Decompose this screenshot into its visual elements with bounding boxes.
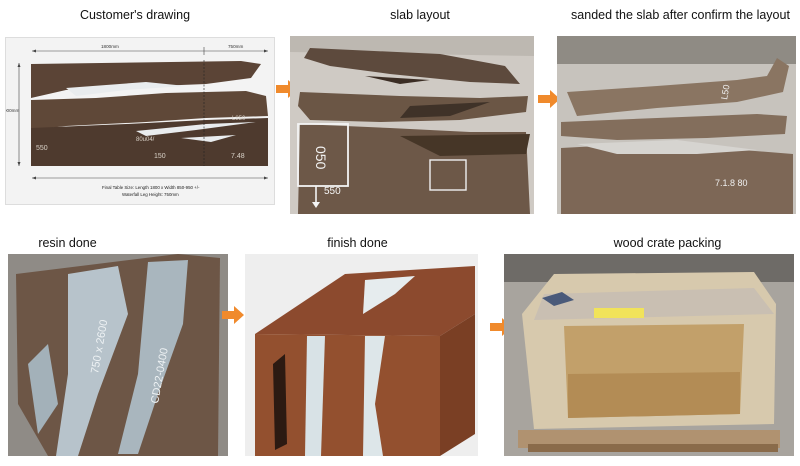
table-drawing: 550 80u04/ 150 7.48 L850 1800mm 750mm 90…	[6, 44, 268, 197]
svg-text:L850: L850	[232, 116, 246, 122]
sanded-slabs-photo: L50 7.1.8 80	[557, 36, 796, 214]
drawing-leg-dim: 750mm	[228, 44, 243, 49]
svg-text:7.48: 7.48	[231, 153, 245, 160]
caption-slab-layout: slab layout	[390, 8, 450, 22]
finish-done-photo	[245, 254, 478, 456]
drawing-height-dim: 900mm	[6, 108, 19, 113]
svg-text:L50: L50	[719, 84, 731, 101]
arrow-icon	[538, 90, 560, 108]
svg-text:050: 050	[313, 146, 329, 170]
customers-drawing-panel: 550 80u04/ 150 7.48 L850 1800mm 750mm 90…	[5, 37, 275, 205]
caption-resin-done: resin done	[38, 236, 97, 250]
resin-done-photo: 750 x 2600 CD22-0400	[8, 254, 228, 456]
svg-text:150: 150	[154, 153, 166, 160]
svg-text:7.1.8 80: 7.1.8 80	[715, 178, 748, 188]
drawing-note-leg: Waterfall Leg Height: 750mm	[122, 192, 179, 197]
caption-finish-done: finish done	[327, 236, 388, 250]
svg-text:550: 550	[324, 186, 341, 197]
svg-text:80u04/: 80u04/	[136, 137, 155, 143]
caption-sanded: sanded the slab after confirm the layout	[571, 8, 790, 22]
crate-packing-photo	[504, 254, 794, 456]
arrow-icon	[222, 306, 244, 324]
drawing-width-dim: 1800mm	[101, 44, 119, 49]
drawing-note-size: Final Table Size: Length 1800 x Width 85…	[102, 185, 200, 190]
slab-layout-photo: 050 550	[290, 36, 534, 214]
caption-crate-packing: wood crate packing	[613, 236, 722, 250]
svg-text:550: 550	[36, 145, 48, 152]
caption-customers-drawing: Customer's drawing	[79, 8, 191, 22]
